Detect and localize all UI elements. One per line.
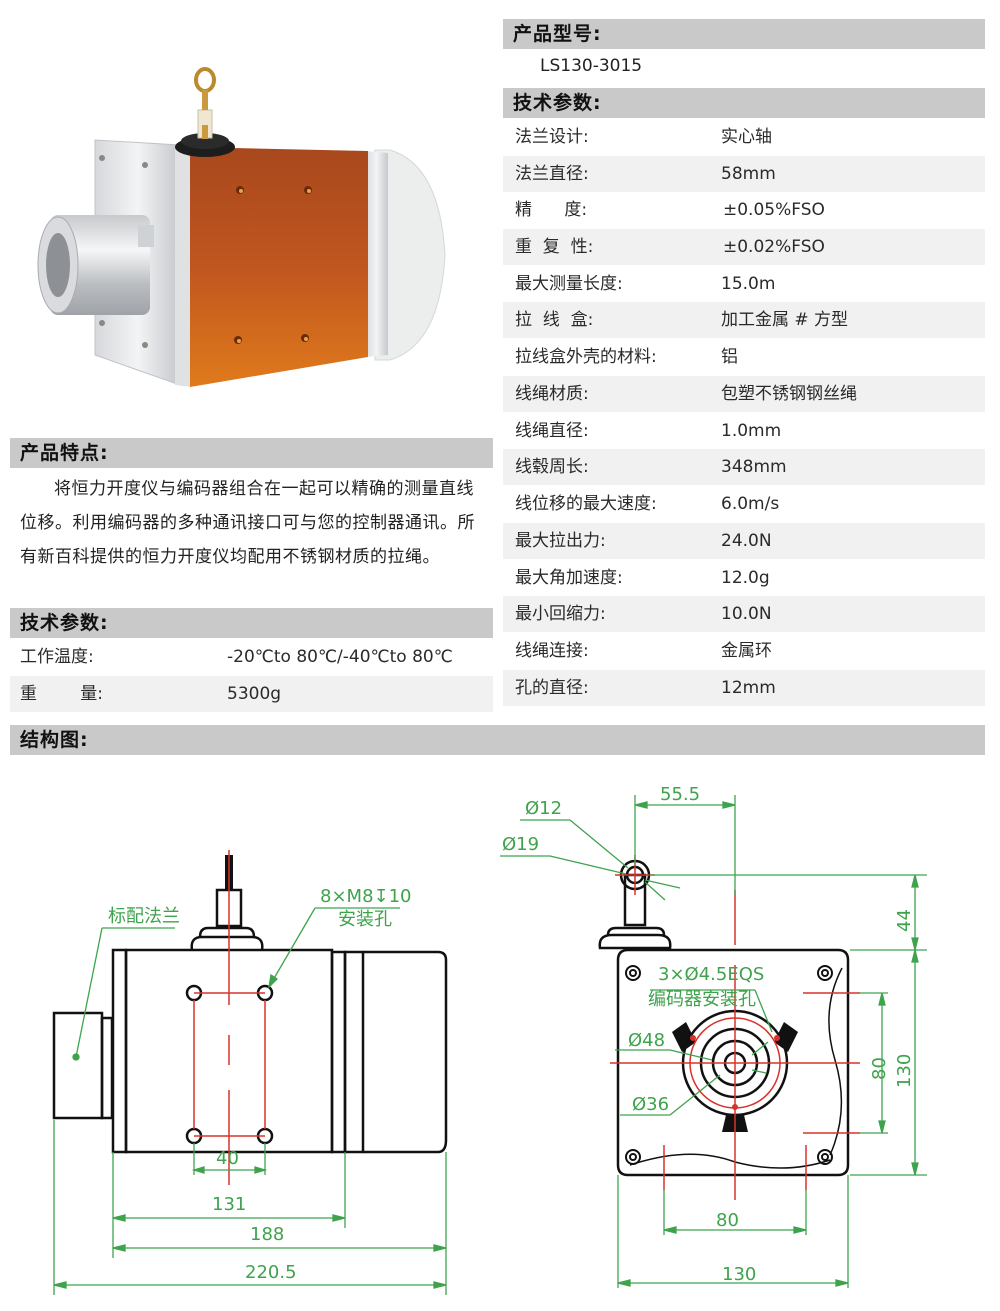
param-row: 拉线盒外壳的材料: 铝 bbox=[503, 339, 985, 375]
tech-params-header-right: 技术参数: bbox=[503, 88, 985, 118]
product-model-header: 产品型号: bbox=[503, 19, 985, 49]
param-label: 拉 线 盒: bbox=[515, 310, 594, 330]
dim-44: 44 bbox=[894, 909, 915, 932]
mount-holes-sub: 安装孔 bbox=[338, 909, 392, 930]
dim-h80: 80 bbox=[716, 1210, 739, 1231]
param-label: 工作温度: bbox=[20, 647, 94, 667]
param-row: 线绳材质: 包塑不锈钢钢丝绳 bbox=[503, 376, 985, 412]
param-row: 最小回缩力: 10.0N bbox=[503, 596, 985, 632]
param-row: 精 度: ±0.05%FSO bbox=[503, 192, 985, 228]
param-row: 线位移的最大速度: 6.0m/s bbox=[503, 486, 985, 522]
encoder-holes-sub: 编码器安装孔 bbox=[648, 989, 756, 1010]
param-value: ±0.05%FSO bbox=[723, 200, 825, 220]
side-view-drawing: 标配法兰 8×M8↧10 安装孔 40 131 188 220.5 bbox=[40, 840, 480, 1300]
param-label: 线毂周长: bbox=[515, 457, 589, 477]
param-label: 最大测量长度: bbox=[515, 274, 623, 294]
dim-40: 40 bbox=[216, 1148, 239, 1169]
dim-55-5: 55.5 bbox=[660, 784, 700, 805]
param-row: 最大测量长度: 15.0m bbox=[503, 266, 985, 302]
param-label: 最小回缩力: bbox=[515, 604, 606, 624]
param-value: 15.0m bbox=[721, 274, 776, 294]
param-row: 孔的直径: 12mm bbox=[503, 670, 985, 706]
param-label: 最大拉出力: bbox=[515, 531, 606, 551]
param-row: 线毂周长: 348mm bbox=[503, 449, 985, 485]
front-view-drawing: 55.5 Ø12 Ø19 3×Ø4.5EQS 编码器安装孔 Ø48 Ø36 80… bbox=[490, 770, 950, 1300]
product-model-value: LS130-3015 bbox=[540, 56, 643, 76]
flange-label: 标配法兰 bbox=[108, 906, 180, 927]
param-value: 1.0mm bbox=[721, 421, 782, 441]
dim-ring-inner: Ø12 bbox=[525, 798, 562, 819]
param-label: 法兰设计: bbox=[515, 127, 589, 147]
param-row: 重 复 性: ±0.02%FSO bbox=[503, 229, 985, 265]
dim-188: 188 bbox=[250, 1224, 284, 1245]
param-label: 精 度: bbox=[515, 200, 588, 220]
tech-params-header-left: 技术参数: bbox=[10, 608, 493, 638]
encoder-holes-label: 3×Ø4.5EQS bbox=[658, 964, 764, 985]
param-value: 24.0N bbox=[721, 531, 772, 551]
param-value: ±0.02%FSO bbox=[723, 237, 825, 257]
front-view-diagram: 55.5 Ø12 Ø19 3×Ø4.5EQS 编码器安装孔 Ø48 Ø36 80… bbox=[500, 784, 927, 1288]
features-header: 产品特点: bbox=[10, 438, 493, 468]
param-value: 12mm bbox=[721, 678, 776, 698]
param-value: 金属环 bbox=[721, 641, 772, 661]
param-value: 加工金属 # 方型 bbox=[721, 310, 849, 330]
param-label: 法兰直径: bbox=[515, 164, 589, 184]
param-row: 最大拉出力: 24.0N bbox=[503, 523, 985, 559]
param-row: 重 量: 5300g bbox=[10, 676, 493, 712]
param-label: 线绳直径: bbox=[515, 421, 589, 441]
param-label: 线绳材质: bbox=[515, 384, 589, 404]
param-row: 法兰直径: 58mm bbox=[503, 156, 985, 192]
param-row: 最大角加速度: 12.0g bbox=[503, 560, 985, 596]
param-row: 拉 线 盒: 加工金属 # 方型 bbox=[503, 302, 985, 338]
param-row: 线绳连接: 金属环 bbox=[503, 633, 985, 669]
dim-ring-outer: Ø19 bbox=[502, 834, 539, 855]
dim-d48: Ø48 bbox=[628, 1030, 665, 1051]
param-row: 线绳直径: 1.0mm bbox=[503, 413, 985, 449]
draw-wire-encoder-image bbox=[37, 67, 446, 387]
param-label: 最大角加速度: bbox=[515, 568, 623, 588]
param-value: -20℃to 80℃/-40℃to 80℃ bbox=[227, 647, 453, 667]
param-value: 10.0N bbox=[721, 604, 772, 624]
param-label: 拉线盒外壳的材料: bbox=[515, 347, 657, 367]
dim-v80: 80 bbox=[869, 1057, 890, 1080]
param-value: 348mm bbox=[721, 457, 787, 477]
param-label: 重 量: bbox=[20, 684, 103, 704]
dim-220-5: 220.5 bbox=[245, 1262, 297, 1283]
param-value: 铝 bbox=[721, 347, 738, 367]
param-value: 12.0g bbox=[721, 568, 770, 588]
param-label: 线位移的最大速度: bbox=[515, 494, 657, 514]
param-label: 孔的直径: bbox=[515, 678, 589, 698]
features-description: 将恒力开度仪与编码器组合在一起可以精确的测量直线位移。利用编码器的多种通讯接口可… bbox=[20, 479, 475, 567]
param-label: 重 复 性: bbox=[515, 237, 594, 257]
param-value: 6.0m/s bbox=[721, 494, 780, 514]
dim-h130: 130 bbox=[722, 1264, 756, 1285]
side-view-diagram: 标配法兰 8×M8↧10 安装孔 40 131 188 220.5 bbox=[52, 850, 448, 1295]
param-value: 5300g bbox=[227, 684, 282, 704]
param-row: 法兰设计: 实心轴 bbox=[503, 119, 985, 155]
product-photo bbox=[30, 55, 470, 395]
param-value: 实心轴 bbox=[721, 127, 772, 147]
dim-d36: Ø36 bbox=[632, 1094, 669, 1115]
param-value: 58mm bbox=[721, 164, 776, 184]
dim-131: 131 bbox=[212, 1194, 246, 1215]
param-row: 工作温度: -20℃to 80℃/-40℃to 80℃ bbox=[10, 639, 493, 675]
dim-v130: 130 bbox=[894, 1054, 915, 1088]
structure-header: 结构图: bbox=[10, 725, 985, 755]
param-label: 线绳连接: bbox=[515, 641, 589, 661]
mount-holes-label: 8×M8↧10 bbox=[320, 886, 412, 907]
param-value: 包塑不锈钢钢丝绳 bbox=[721, 384, 857, 404]
